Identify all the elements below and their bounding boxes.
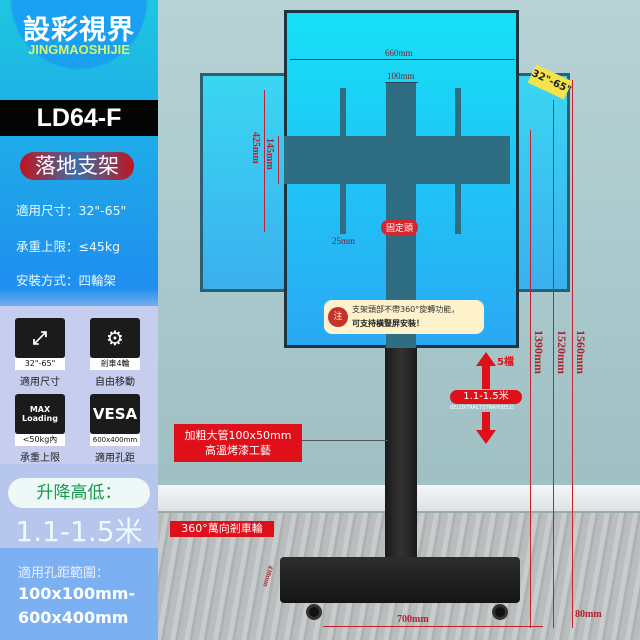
feature-caption: 適用孔距	[95, 453, 135, 464]
notice-icon: 注	[328, 307, 348, 327]
dim-700: 700mm	[397, 614, 429, 625]
vesa-range-max: 600x400mm	[18, 608, 129, 627]
wheel	[492, 604, 508, 620]
dim-line-100	[385, 82, 418, 83]
vesa-range-min: 100x100mm-	[18, 584, 136, 603]
dim-80: 80mm	[575, 609, 602, 620]
notice-line-2: 可支持橫豎屏安裝！	[352, 319, 424, 328]
category-label: 落地支架	[20, 152, 134, 180]
arrow-down-shaft	[482, 412, 490, 432]
feature-badge: <50kg內	[15, 434, 65, 446]
wheel	[306, 604, 322, 620]
pole-callout-line1: 加粗大管100x50mm	[184, 429, 292, 442]
vesa-range-label: 適用孔距範圍：	[18, 566, 110, 581]
feature-caption: 承重上限	[20, 453, 60, 464]
brand-name: 設彩視界	[23, 15, 135, 46]
vesa-plate-icon: VESA	[90, 394, 140, 434]
wheel-callout: 360°萬向剎車輪	[170, 521, 274, 537]
dim-25: 25mm	[332, 236, 356, 246]
brand-name-en: JINGMAOSHIJIE	[28, 42, 130, 57]
pole-callout-line2: 高溫烤漆工藝	[205, 444, 271, 457]
dim-line-660	[290, 59, 515, 60]
feature-badge: 600x400mm	[90, 434, 140, 446]
stand-base	[280, 557, 520, 603]
feature-vesa: VESA 600x400mm 適用孔距	[90, 394, 145, 464]
notice-box: 注 支架頭部不帶360°旋轉功能， 可支持橫豎屏安裝！	[324, 300, 484, 334]
lift-steps: 5檔	[497, 357, 514, 368]
mount-arm-left	[340, 88, 346, 234]
dim-425: 425mm	[250, 132, 261, 164]
mount-arm-right	[455, 88, 461, 234]
max-loading-weight-icon: MAX Loading	[15, 394, 65, 434]
feature-caption: 適用尺寸	[20, 377, 60, 388]
spec-size: 適用尺寸：32"-65"	[16, 203, 127, 218]
dim-line-145	[278, 136, 279, 184]
fixed-head-label: 固定頭	[381, 220, 419, 235]
model-number: LD64-F	[0, 100, 158, 136]
vesa-range-box: 適用孔距範圍： 100x100mm- 600x400mm	[0, 548, 158, 640]
dim-1520: 1520mm	[555, 330, 569, 374]
dim-100: 100mm	[387, 71, 415, 81]
dim-line-1560	[572, 80, 573, 628]
arrow-up-icon	[476, 352, 496, 366]
callout-line	[302, 440, 388, 441]
arrow-up-shaft	[482, 365, 490, 389]
dim-line-700	[323, 626, 543, 627]
feature-grid: ⤢ 32"-65" 適用尺寸 ⚙ 剎車4輪 自由移動 MAX Loading <…	[0, 306, 158, 464]
stand-pole	[385, 348, 417, 563]
feature-load: MAX Loading <50kg內 承重上限	[15, 394, 70, 464]
mount-horizontal-bar	[284, 136, 510, 184]
brand-header-bg	[0, 0, 158, 80]
height-value: 1.1-1.5米	[15, 515, 143, 548]
dim-1560: 1560mm	[574, 330, 588, 374]
dim-line-1390	[530, 130, 531, 628]
lift-range: 1.1-1.5米	[450, 390, 522, 404]
notice-line-1: 支架頭部不帶360°旋轉功能，	[352, 305, 460, 314]
feature-wheels: ⚙ 剎車4輪 自由移動	[90, 318, 145, 388]
spec-load: 承重上限：≤45kg	[16, 239, 121, 254]
screen-diagonal-icon: ⤢	[15, 318, 65, 358]
arrow-down-icon	[476, 430, 496, 444]
dim-660: 660mm	[385, 48, 413, 58]
dim-line-425	[264, 90, 265, 232]
dim-line-1520	[553, 100, 554, 628]
feature-size: ⤢ 32"-65" 適用尺寸	[15, 318, 70, 388]
feature-badge: 剎車4輪	[90, 358, 140, 370]
brake-wheel-icon: ⚙	[90, 318, 140, 358]
feature-caption: 自由移動	[95, 377, 135, 388]
dim-145: 145mm	[264, 138, 275, 170]
dim-1390: 1390mm	[532, 330, 546, 374]
lift-sub: BELOXTRACTSTRAHIBELO	[450, 405, 514, 411]
height-label: 升降高低：	[8, 478, 150, 508]
pole-callout: 加粗大管100x50mm 高溫烤漆工藝	[174, 424, 302, 462]
feature-badge: 32"-65"	[15, 358, 65, 370]
spec-install: 安裝方式：四輪架	[16, 273, 117, 288]
